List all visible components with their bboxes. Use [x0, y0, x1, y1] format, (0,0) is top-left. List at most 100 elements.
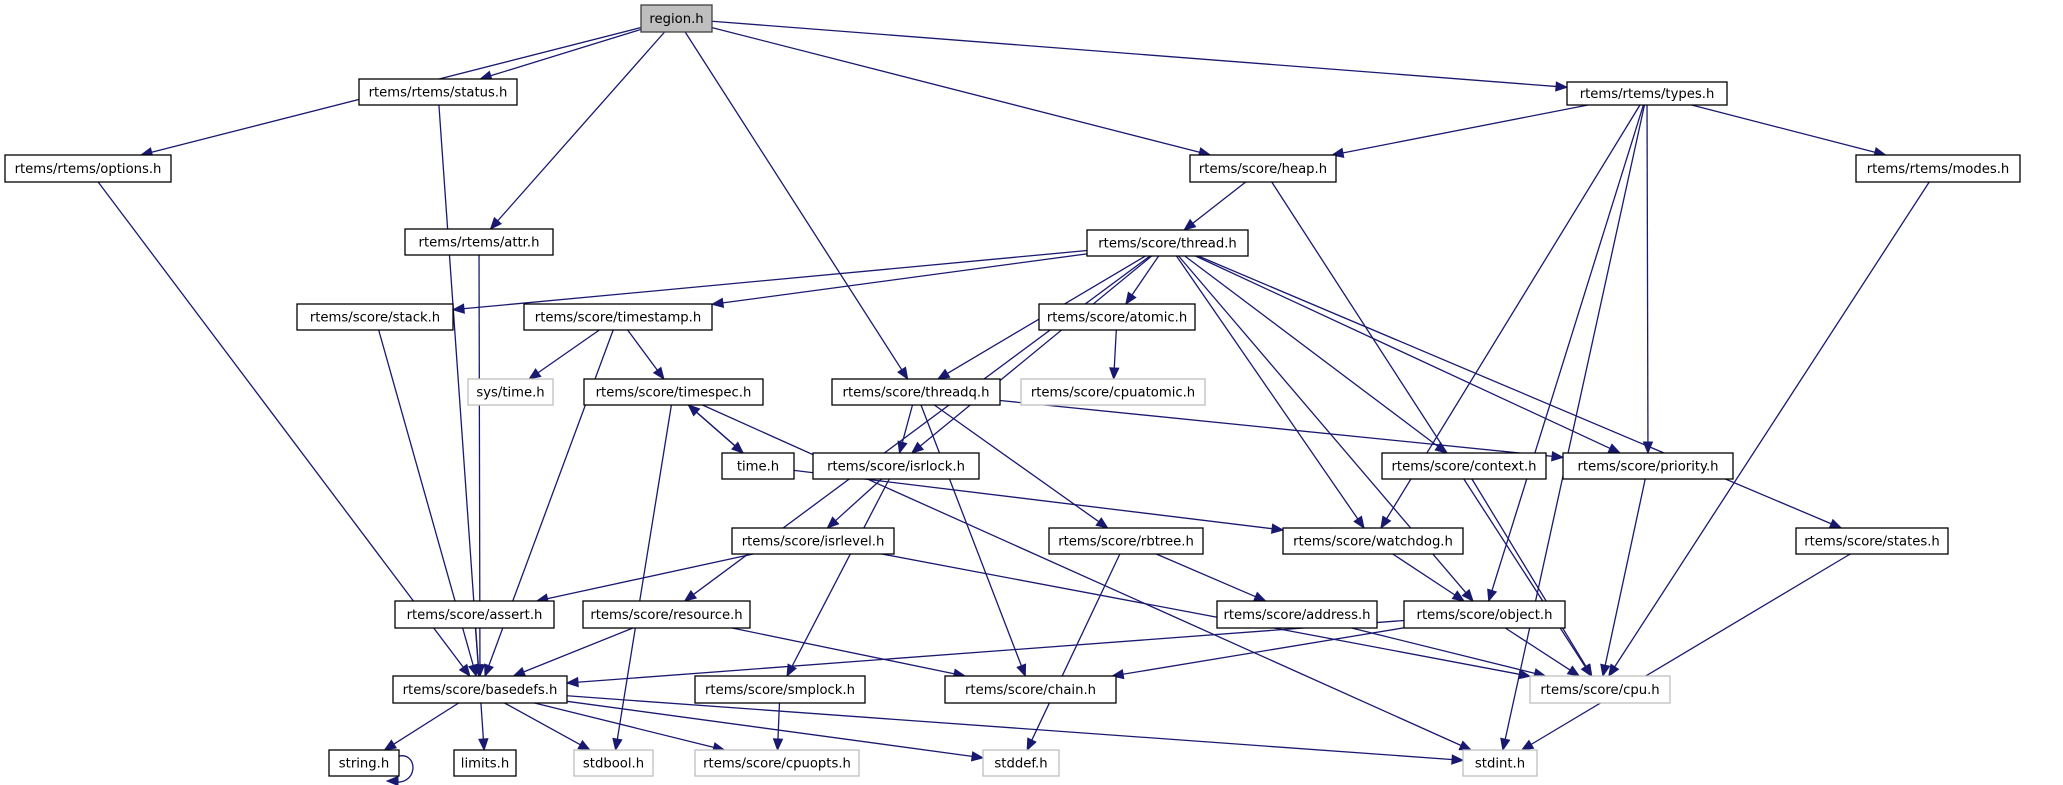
- arrowhead-icon: [1353, 515, 1365, 530]
- node-heap[interactable]: rtems/score/heap.h: [1189, 154, 1337, 183]
- edge-line: [616, 404, 673, 741]
- node-string[interactable]: string.h: [328, 749, 400, 777]
- node-chain[interactable]: rtems/score/chain.h: [944, 675, 1117, 704]
- arrowhead-icon: [1270, 523, 1285, 534]
- node-states[interactable]: rtems/score/states.h: [1795, 527, 1949, 555]
- node-box: [1086, 229, 1249, 257]
- node-types[interactable]: rtems/rtems/types.h: [1566, 81, 1728, 106]
- arrowhead-icon: [1607, 443, 1622, 454]
- arrowhead-icon: [1487, 588, 1498, 603]
- arrowhead-icon: [652, 366, 665, 381]
- edge-basedefs-to-stdint: [566, 695, 1465, 765]
- arrowhead-icon: [1608, 663, 1620, 678]
- node-priority[interactable]: rtems/score/priority.h: [1562, 452, 1734, 480]
- node-region[interactable]: region.h: [640, 4, 713, 33]
- node-box: [404, 228, 554, 256]
- edge-line: [1504, 627, 1572, 672]
- node-threadq[interactable]: rtems/score/threadq.h: [831, 378, 1001, 406]
- edge-line: [1613, 181, 1930, 668]
- edge-line: [731, 627, 956, 675]
- node-box: [831, 378, 1001, 406]
- node-timestamp[interactable]: rtems/score/timestamp.h: [523, 303, 713, 331]
- node-label: stdint.h: [1475, 757, 1525, 772]
- node-box: [453, 749, 517, 777]
- edge-region-to-types: [711, 20, 1569, 92]
- node-smplock[interactable]: rtems/score/smplock.h: [694, 675, 866, 704]
- node-box: [944, 675, 1117, 704]
- arrowhead-icon: [1517, 669, 1532, 680]
- node-box: [394, 600, 555, 629]
- node-isrlock[interactable]: rtems/score/isrlock.h: [812, 452, 980, 480]
- edge-types-to-modes: [1691, 104, 1887, 158]
- arrowhead-icon: [1125, 291, 1137, 306]
- node-label: rtems/score/assert.h: [407, 608, 543, 623]
- edge-thread-to-isrlock: [910, 255, 1153, 454]
- edge-basedefs-to-stddef: [566, 700, 985, 762]
- node-box: [1020, 378, 1206, 406]
- edge-line: [1504, 104, 1646, 741]
- node-thread[interactable]: rtems/score/thread.h: [1086, 229, 1249, 257]
- node-timespec[interactable]: rtems/score/timespec.h: [583, 378, 764, 406]
- node-systime: sys/time.h: [467, 378, 554, 406]
- node-time[interactable]: time.h: [721, 452, 795, 480]
- edge-smplock-to-cpuopts: [772, 702, 784, 752]
- edge-line: [1491, 104, 1645, 592]
- node-modes[interactable]: rtems/rtems/modes.h: [1855, 154, 2021, 183]
- node-stack[interactable]: rtems/score/stack.h: [296, 303, 454, 331]
- arrowhead-icon: [910, 441, 925, 454]
- node-basedefs[interactable]: rtems/score/basedefs.h: [392, 675, 568, 704]
- edge-line: [920, 404, 1023, 667]
- node-attr[interactable]: rtems/rtems/attr.h: [404, 228, 554, 256]
- node-assert[interactable]: rtems/score/assert.h: [394, 600, 555, 629]
- arrowhead-icon: [1095, 517, 1109, 529]
- edge-rbtree-to-stddef: [1026, 553, 1121, 752]
- arrowhead-icon: [683, 589, 698, 602]
- arrowhead-icon: [1581, 663, 1593, 678]
- arrowhead-icon: [970, 751, 985, 762]
- edge-threadq-to-isrlock: [897, 404, 914, 455]
- node-label: sys/time.h: [476, 386, 544, 401]
- arrowhead-icon: [1016, 663, 1027, 678]
- edge-line: [97, 181, 465, 669]
- edge-basedefs-to-limits: [478, 702, 489, 752]
- node-box: [1529, 675, 1671, 704]
- edge-types-to-priority: [1642, 104, 1654, 455]
- edge-line: [1175, 255, 1359, 521]
- edge-line: [489, 28, 642, 77]
- edge-modes-to-cpu: [1608, 181, 1930, 678]
- edge-line: [474, 627, 479, 667]
- arrowhead-icon: [1566, 665, 1581, 677]
- edge-line: [1191, 181, 1247, 225]
- edge-line: [777, 702, 781, 741]
- arrowhead-icon: [826, 516, 840, 529]
- node-context[interactable]: rtems/score/context.h: [1381, 452, 1547, 480]
- edge-line: [1530, 553, 1851, 746]
- node-object[interactable]: rtems/score/object.h: [1403, 600, 1566, 629]
- node-label: rtems/score/threadq.h: [843, 386, 990, 401]
- node-limits[interactable]: limits.h: [453, 749, 517, 777]
- edge-threadq-to-priority: [999, 399, 1565, 462]
- node-status[interactable]: rtems/rtems/status.h: [358, 78, 518, 106]
- edge-rbtree-to-address: [1155, 553, 1267, 602]
- arrowhead-icon: [565, 676, 579, 688]
- node-box: [982, 749, 1060, 777]
- node-isrlevel[interactable]: rtems/score/isrlevel.h: [731, 527, 895, 555]
- arrowhead-icon: [528, 368, 542, 380]
- edge-object-to-basedefs: [565, 619, 1405, 688]
- edge-line: [566, 695, 1454, 761]
- edge-isrlevel-to-cpu: [881, 553, 1532, 680]
- node-box: [4, 154, 172, 183]
- node-atomic[interactable]: rtems/score/atomic.h: [1038, 303, 1196, 331]
- edge-time-to-watchdog: [793, 469, 1285, 534]
- node-rbtree[interactable]: rtems/score/rbtree.h: [1048, 527, 1204, 555]
- node-options[interactable]: rtems/rtems/options.h: [4, 154, 172, 183]
- node-stdint: stdint.h: [1462, 749, 1538, 777]
- node-address[interactable]: rtems/score/address.h: [1216, 600, 1378, 629]
- node-resource[interactable]: rtems/score/resource.h: [582, 600, 751, 629]
- node-box: [1566, 81, 1728, 106]
- arrowhead-icon: [484, 663, 494, 678]
- edge-line: [684, 31, 903, 371]
- node-watchdog[interactable]: rtems/score/watchdog.h: [1282, 527, 1464, 555]
- edge-line: [627, 329, 659, 372]
